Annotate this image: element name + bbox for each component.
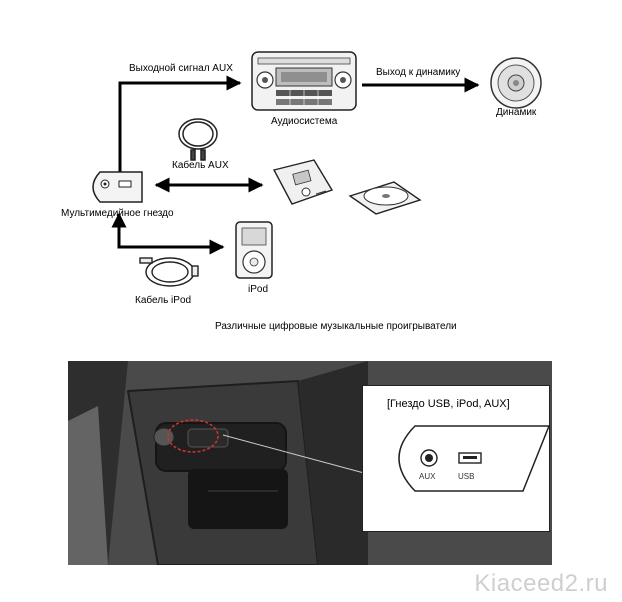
ipod-cable-icon: [139, 257, 199, 287]
inset-usb-label: USB: [458, 472, 475, 481]
inset-jack-art: [398, 425, 549, 492]
jack-inset: [Гнездо USB, iPod, AUX] AUX USB: [362, 385, 550, 532]
players-label: Различные цифровые музыкальные проигрыва…: [215, 321, 457, 332]
multimedia-jack-icon: [92, 171, 143, 203]
aux-output-label: Выходной сигнал AUX: [129, 63, 233, 74]
ipod-icon: [235, 221, 273, 279]
aux-cable-label: Кабель AUX: [172, 160, 229, 171]
speaker-output-label: Выход к динамику: [376, 67, 461, 78]
ipod-arrow: [111, 212, 225, 255]
digital-player-icon: [272, 159, 334, 205]
aux-output-arrow: [118, 75, 242, 172]
speaker-label: Динамик: [496, 107, 537, 118]
ipod-cable-label: Кабель iPod: [135, 295, 192, 306]
inset-title: [Гнездо USB, iPod, AUX]: [387, 398, 510, 410]
speaker-icon: [490, 57, 542, 109]
aux-cable-icon: [178, 118, 218, 161]
connection-diagram: [92, 51, 542, 287]
ipod-label: iPod: [248, 284, 269, 295]
audio-system-unit: [251, 51, 357, 111]
watermark: Kiaceed2.ru: [474, 570, 608, 597]
multimedia-jack-label: Мультимедийное гнездо: [61, 208, 174, 219]
disc-player-icon: [348, 181, 422, 215]
inset-aux-label: AUX: [419, 472, 436, 481]
audio-system-label: Аудиосистема: [271, 116, 338, 127]
